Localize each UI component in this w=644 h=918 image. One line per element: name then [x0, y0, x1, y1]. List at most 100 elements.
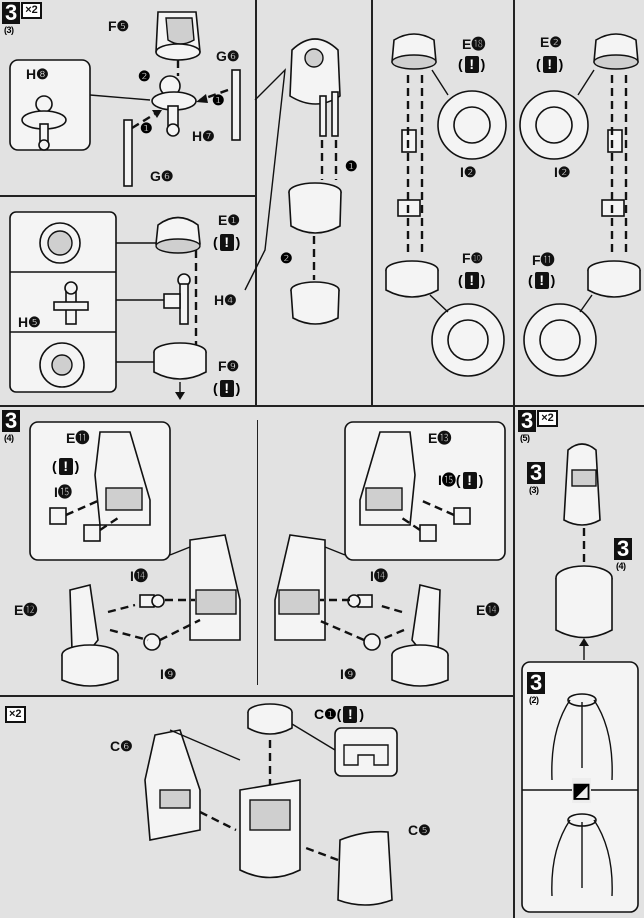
e13-part	[359, 431, 416, 526]
warning-e1: (!)	[213, 234, 241, 251]
e14-assembly	[274, 534, 326, 641]
warning-icon: !	[343, 706, 358, 723]
label-h7: H❼	[192, 128, 215, 144]
label-e14: E⓮	[476, 602, 500, 618]
i15-warning-right: I⓯(!)	[438, 472, 484, 489]
c1-part	[247, 703, 293, 735]
i9-part-b	[363, 633, 381, 651]
h8-part	[21, 95, 67, 151]
step-number: 3	[518, 410, 537, 432]
h7-part	[151, 75, 197, 137]
ref-3-4-assembly	[555, 565, 613, 639]
label-e18: E⓲	[462, 36, 486, 52]
label-g6-right: G❻	[216, 48, 240, 64]
warning-icon: !	[58, 458, 73, 475]
label-e13: E⓭	[428, 430, 452, 446]
warning-e18: (!)	[458, 56, 486, 73]
divider-horizontal-1	[0, 405, 644, 407]
label-e1: E❶	[218, 212, 240, 228]
e18-part	[391, 33, 437, 70]
label-c5: C❺	[408, 822, 431, 838]
warning-icon: !	[464, 272, 479, 289]
ref-badge-3-2: 3 (2)	[527, 672, 546, 705]
multiplier-badge: ×2	[21, 2, 42, 19]
warning-f11: (!)	[528, 272, 556, 289]
label-g6-left: G❻	[150, 168, 174, 184]
ref-badge-3-4: 3 (4)	[614, 538, 633, 571]
warning-e2: (!)	[536, 56, 564, 73]
label-f10: F❿	[462, 250, 484, 266]
warning-f9: (!)	[213, 380, 241, 397]
step-sub: (2)	[529, 695, 539, 705]
i15-part-a1	[49, 507, 67, 525]
label-e12: E⓬	[14, 602, 38, 618]
i15-part-b1	[453, 507, 471, 525]
step-number: 3	[527, 462, 546, 484]
warning-f10: (!)	[458, 272, 486, 289]
section-h5	[53, 281, 89, 325]
divider-vertical-top-2	[371, 0, 373, 405]
step-sub: (3)	[4, 25, 14, 35]
e1-part	[155, 216, 201, 254]
g6-rod-left	[123, 119, 133, 187]
warning-icon: !	[219, 234, 234, 251]
label-f5: F❺	[108, 18, 130, 34]
i15-part-b2	[419, 524, 437, 542]
c5-part	[337, 830, 393, 906]
g6-rod-right	[231, 69, 241, 141]
label-i14-left: I⓮	[130, 568, 148, 584]
f9-part	[153, 342, 207, 380]
i2-part-b	[601, 129, 625, 217]
warning-icon: !	[542, 56, 557, 73]
label-i9-right: I❾	[340, 666, 357, 682]
f5-part	[155, 11, 201, 61]
assembly-middle	[288, 182, 342, 234]
warning-icon: !	[534, 272, 549, 289]
label-i14-right: I⓮	[370, 568, 388, 584]
e14-part	[391, 584, 449, 687]
label-e11: E⓫	[66, 430, 90, 446]
divider-horizontal-2	[0, 695, 515, 697]
label-f11: F⓫	[532, 252, 555, 268]
label-c6: C❻	[110, 738, 133, 754]
ref-3-2-leg-a	[551, 693, 613, 781]
label-f9: F❾	[218, 358, 240, 374]
c1-detail-box	[334, 727, 398, 777]
ref-3-3-assembly	[563, 443, 601, 526]
divider-vertical-mid	[257, 420, 258, 685]
e11-part	[94, 431, 151, 526]
multiplier-badge: ×2	[537, 410, 558, 427]
warning-icon: !	[219, 380, 234, 397]
step-badge-3-3: 3 ×2 (3)	[2, 2, 42, 35]
divider-vertical-top-1	[255, 0, 257, 405]
i15-part-a2	[83, 524, 101, 542]
label-i9-left: I❾	[160, 666, 177, 682]
step-badge-3-4: 3 (4)	[2, 410, 21, 443]
step-number: 3	[2, 410, 21, 432]
divider-vertical-top-3	[513, 0, 515, 405]
assembly-bottom	[290, 281, 340, 325]
e12-assembly	[189, 534, 241, 641]
step-sub: (3)	[529, 485, 539, 495]
order-mark-1-top-left: ❶	[140, 120, 153, 136]
label-e2: E❷	[540, 34, 562, 50]
label-i2-left: I❷	[460, 164, 477, 180]
label-h8: H❽	[26, 66, 49, 82]
step-number: 3	[2, 2, 21, 24]
mirror-icon: ◩	[572, 778, 591, 803]
step-number: 3	[527, 672, 546, 694]
label-i15-left: I⓯	[54, 484, 72, 500]
step-sub: (4)	[616, 561, 626, 571]
step-sub: (5)	[520, 433, 530, 443]
callout-lines	[244, 68, 286, 291]
order-mark-2-top: ❷	[138, 68, 151, 84]
f10-part	[385, 260, 439, 298]
step-number: 3	[614, 538, 633, 560]
divider-vertical-right	[513, 405, 515, 918]
warning-icon: !	[462, 472, 477, 489]
c6-part	[144, 729, 201, 841]
warning-e11: (!)	[52, 458, 80, 475]
order-mark-2-center: ❷	[280, 250, 293, 266]
